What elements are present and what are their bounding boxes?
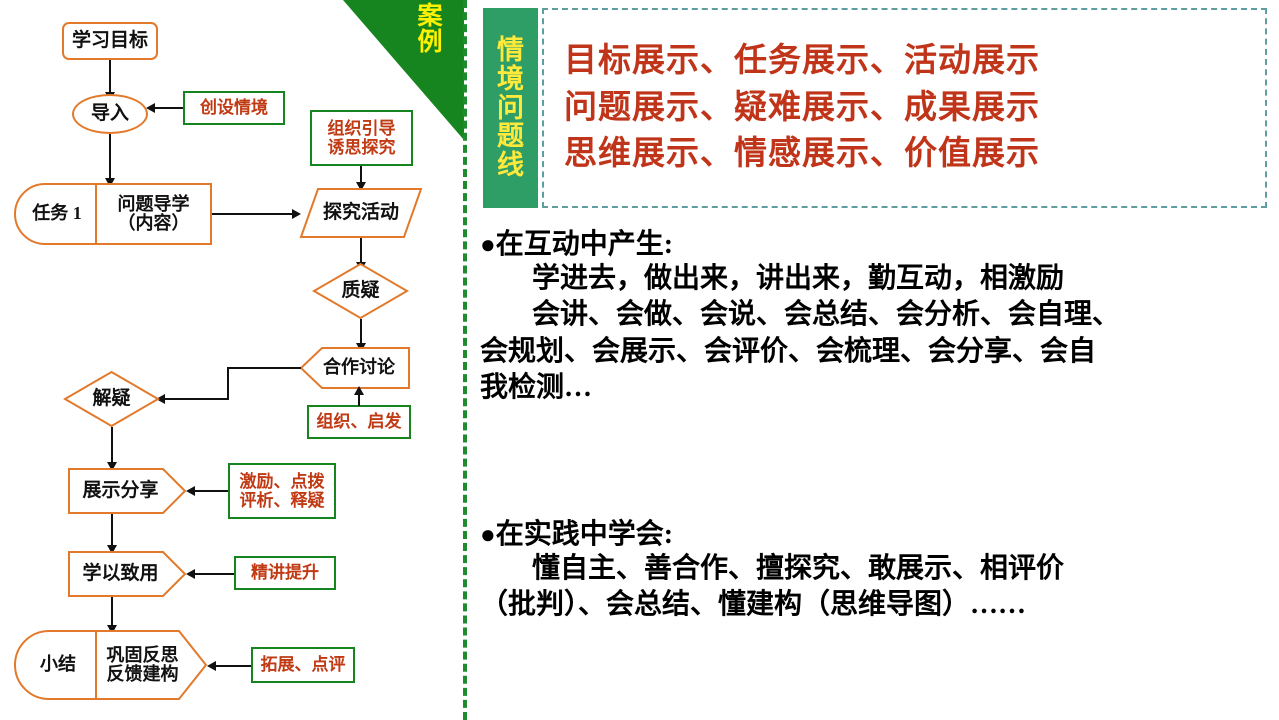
arrow-share-to-apply [111,514,113,549]
case-corner-banner: 案 例 [330,0,464,140]
headline-line-3: 思维展示、情感展示、价值展示 [564,136,1040,173]
section-interaction: ●在互动中产生: 学进去，做出来，讲出来，勤互动，相激励 会讲、会做、会说、会总… [480,228,1275,407]
headline-line-2: 问题展示、疑难展示、成果展示 [564,89,1040,126]
headline-box: 目标展示、任务展示、活动展示 问题展示、疑难展示、成果展示 思维展示、情感展示、… [542,8,1267,208]
bullet-icon: ● [480,230,496,259]
arrow-inquiry-to-question [360,238,362,266]
arrow-discuss-elbow-top [227,367,301,369]
flow-note-situation: 创设情境 [183,91,285,125]
bullet-icon: ● [480,520,496,549]
flow-node-lead-in: 导入 [72,94,148,134]
section-interaction-line-3: 会规划、会展示、会评价、会梳理、会分享、会自 [480,335,1097,367]
flow-node-task1-cap-label: 任务 1 [32,203,82,224]
arrow-organize-to-discuss [358,393,360,406]
section-interaction-title: ●在互动中产生: [480,228,1275,261]
flow-node-task1-body: 问题导学 （内容） [95,183,212,245]
corner-triangle-icon [343,0,464,140]
flow-node-discuss-label: 合作讨论 [323,357,395,378]
tag-char-3: 问 [497,92,524,123]
flow-node-share-shape [68,468,187,514]
flow-node-discuss-shape [299,347,410,389]
tag-char-4: 题 [497,121,524,152]
section-practice-line-1: 懂自主、善合作、擅探究、敢展示、相评价 [532,553,1065,585]
flow-node-summary-body-shape [95,630,208,700]
flow-note-encourage: 激励、点拨 评析、释疑 [228,463,336,519]
flow-node-goal: 学习目标 [62,22,158,60]
section-interaction-title-text: 在互动中产生: [495,229,674,260]
arrowhead-left [207,661,216,671]
content-panel: 情 境 问 题 线 目标展示、任务展示、活动展示 问题展示、疑难展示、成果展示 … [470,0,1279,720]
tag-char-1: 情 [497,34,524,65]
panel-divider [463,0,467,720]
flow-node-summary-cap-label: 小结 [40,654,76,675]
arrow-question-to-discuss [360,319,362,347]
section-practice-line-2: （批判）、会总结、懂建构（思维导图）…… [480,589,1027,621]
arrowhead-down [107,625,117,634]
flow-node-inquiry-shape [299,188,423,238]
flow-node-summary-body-label: 巩固反思 反馈建构 [106,644,179,684]
flow-note-extend: 拓展、点评 [251,647,355,683]
arrowhead-down [105,178,115,187]
flow-node-inquiry-label: 探究活动 [322,201,399,223]
section-interaction-line-1: 学进去，做出来，讲出来，勤互动，相激励 [532,263,1065,295]
arrow-discuss-elbow-vert [227,367,229,400]
arrow-goal-to-leadin [109,60,111,95]
case-banner-label: 案 例 [409,4,451,55]
tag-char-2: 境 [497,63,524,94]
flow-node-apply-shape [68,551,187,597]
section-practice: ●在实践中学会: 懂自主、善合作、擅探究、敢展示、相评价 （批判）、会总结、懂建… [480,518,1275,624]
arrow-refine-to-apply [192,573,234,575]
flow-node-question-shape [312,262,409,320]
arrow-leadin-to-task [109,134,111,182]
flow-node-resolve-shape [63,370,160,428]
flow-note-refine: 精讲提升 [234,556,336,590]
tag-char-5: 线 [497,150,524,181]
flow-node-task1-cap-shape [14,183,96,245]
flow-node-summary-cap-shape [14,630,96,700]
arrow-apply-to-summary [111,597,113,629]
arrowhead-down [107,545,117,554]
case-banner-char-2: 例 [417,28,443,56]
arrowhead-down [107,462,117,471]
flow-note-organize: 组织、启发 [307,405,411,439]
arrow-task-to-inquiry [212,213,296,215]
section-practice-title: ●在实践中学会: [480,518,1275,551]
arrow-guide-to-inquiry [360,166,362,186]
flow-node-resolve-label: 解疑 [92,387,131,409]
flow-node-question-label: 质疑 [341,279,380,301]
arrow-situation-to-leadin [152,107,183,109]
arrowhead-left [146,103,155,113]
arrow-encourage-to-share [192,490,228,492]
headline-line-1: 目标展示、任务展示、活动展示 [564,42,1040,79]
arrow-resolve-to-share [111,427,113,466]
arrowhead-left [186,486,195,496]
flowchart-panel: 学习目标 导入 创设情境 任务 1 问题导学 （内容） 组织引导 诱思探究 探究… [0,0,464,720]
arrow-discuss-elbow-to-resolve [162,398,228,400]
arrowhead-up [354,386,364,395]
arrowhead-down [356,182,366,191]
flow-node-share-label: 展示分享 [82,479,159,501]
arrowhead-right [292,209,301,219]
flow-node-apply-label: 学以致用 [82,562,159,584]
situation-question-tag: 情 境 问 题 线 [483,8,538,208]
section-practice-title-text: 在实践中学会: [495,519,674,550]
section-interaction-line-4: 我检测… [480,372,593,404]
arrowhead-left [156,394,165,404]
case-banner-char-1: 案 [417,3,443,30]
section-interaction-line-2: 会讲、会做、会说、会总结、会分析、会自理、 [532,299,1121,331]
flow-note-guide: 组织引导 诱思探究 [310,110,413,166]
arrowhead-left [186,569,195,579]
arrow-extend-to-summary [213,665,251,667]
